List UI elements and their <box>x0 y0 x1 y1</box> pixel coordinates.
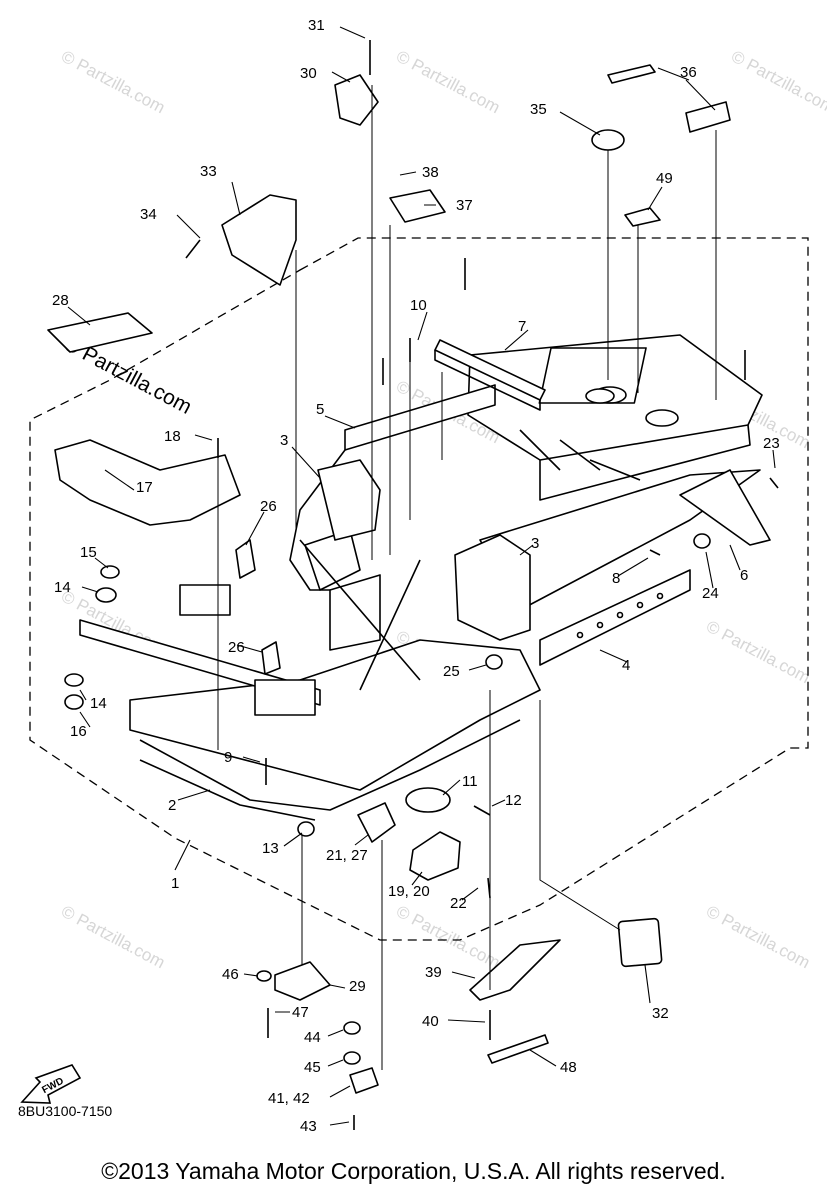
callout-30: 30 <box>300 65 317 82</box>
callout-38: 38 <box>422 164 439 181</box>
callout-18: 18 <box>164 428 181 445</box>
callout-1: 1 <box>171 875 179 892</box>
callout-9: 9 <box>224 749 232 766</box>
callout-40: 40 <box>422 1013 439 1030</box>
callout-34: 34 <box>140 206 157 223</box>
callout-14b: 14 <box>90 695 107 712</box>
bracket <box>334 74 379 126</box>
callout-26a: 26 <box>260 498 277 515</box>
callout-33: 33 <box>200 163 217 180</box>
callout-3a: 3 <box>280 432 288 449</box>
callout-41-42: 41, 42 <box>268 1090 310 1107</box>
callout-26b: 26 <box>228 639 245 656</box>
callout-6: 6 <box>740 567 748 584</box>
callout-13: 13 <box>262 840 279 857</box>
callout-16: 16 <box>70 723 87 740</box>
callout-29: 29 <box>349 978 366 995</box>
callout-35: 35 <box>530 101 547 118</box>
callout-21-27: 21, 27 <box>326 847 368 864</box>
callout-45: 45 <box>304 1059 321 1076</box>
copyright-notice: ©2013 Yamaha Motor Corporation, U.S.A. A… <box>101 1158 726 1184</box>
callout-17: 17 <box>136 479 153 496</box>
callout-19-20: 19, 20 <box>388 883 430 900</box>
watermark: © Partzilla.com <box>393 47 503 118</box>
callout-36: 36 <box>680 64 697 81</box>
frame-assembly <box>79 334 763 821</box>
front-bumper <box>54 439 241 526</box>
callout-5: 5 <box>316 401 324 418</box>
callout-4: 4 <box>622 657 630 674</box>
callout-14a: 14 <box>54 579 71 596</box>
watermark: © Partzilla.com <box>393 902 503 973</box>
alignment-lines <box>217 85 717 1070</box>
callout-48: 48 <box>560 1059 577 1076</box>
callout-31: 31 <box>308 17 325 34</box>
callout-23: 23 <box>763 435 780 452</box>
callout-25: 25 <box>443 663 460 680</box>
callout-11: 11 <box>462 773 478 790</box>
callout-28: 28 <box>52 292 69 309</box>
callouts: 31 30 33 34 28 38 37 35 36 49 10 7 5 18 … <box>52 17 780 1135</box>
callout-47: 47 <box>292 1004 309 1021</box>
watermark: © Partzilla.com <box>703 902 813 973</box>
callout-44: 44 <box>304 1029 321 1046</box>
watermark: © Partzilla.com <box>703 617 813 688</box>
callout-10: 10 <box>410 297 427 314</box>
callout-8: 8 <box>612 570 620 587</box>
callout-24: 24 <box>702 585 719 602</box>
loose-parts <box>47 40 779 1130</box>
callout-3b: 3 <box>531 535 539 552</box>
callout-7: 7 <box>518 318 526 335</box>
callout-43: 43 <box>300 1118 317 1135</box>
watermark: © Partzilla.com <box>728 47 827 118</box>
callout-15: 15 <box>80 544 97 561</box>
fwd-arrow-icon: FWD <box>20 1064 82 1104</box>
assembly-outline <box>29 237 809 941</box>
callout-12: 12 <box>505 792 522 809</box>
callout-39: 39 <box>425 964 442 981</box>
watermark: © Partzilla.com <box>58 47 168 118</box>
callout-22: 22 <box>450 895 467 912</box>
mud-flap <box>221 194 297 286</box>
callout-2: 2 <box>168 797 176 814</box>
watermark: © Partzilla.com <box>58 902 168 973</box>
bracket <box>389 189 446 223</box>
callout-46: 46 <box>222 966 239 983</box>
diagram-code: 8BU3100-7150 <box>18 1103 113 1119</box>
callout-37: 37 <box>456 197 473 214</box>
callout-49: 49 <box>656 170 673 187</box>
leader-lines <box>67 26 776 1126</box>
plate <box>47 312 153 353</box>
callout-32: 32 <box>652 1005 669 1022</box>
